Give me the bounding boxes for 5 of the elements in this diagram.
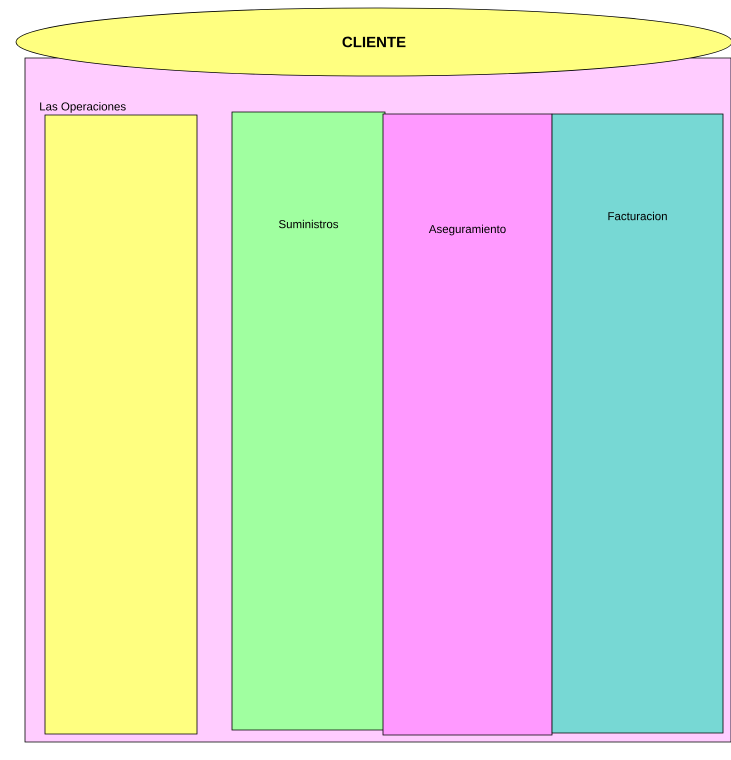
column-box: Facturacion	[552, 114, 724, 734]
column-box: Suministros	[232, 112, 386, 730]
node-label: Las Operaciones	[40, 102, 126, 113]
column-box: Las Operaciones	[40, 102, 198, 734]
column-box: Aseguramiento	[382, 114, 552, 736]
